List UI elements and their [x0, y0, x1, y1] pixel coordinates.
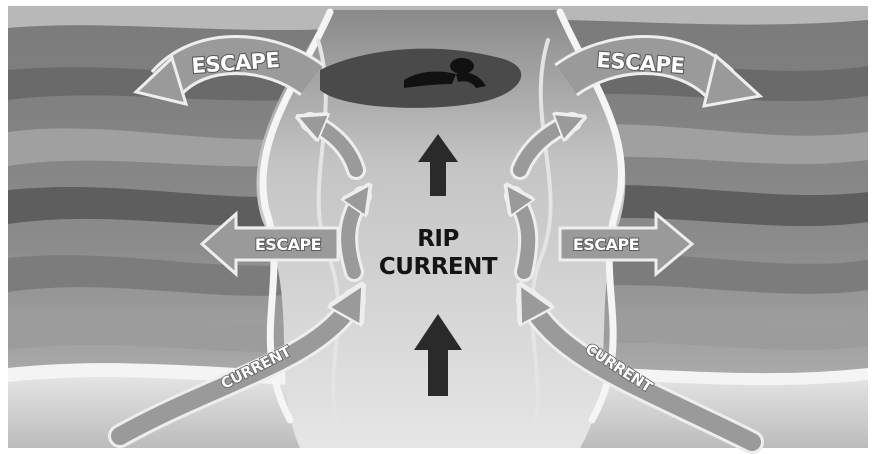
- rip-current-title-line2: CURRENT: [379, 254, 498, 280]
- rip-current-title-line1: RIP: [417, 226, 459, 252]
- escape-label-mid-right: ESCAPE: [573, 235, 639, 254]
- escape-label-mid-left: ESCAPE: [255, 235, 321, 254]
